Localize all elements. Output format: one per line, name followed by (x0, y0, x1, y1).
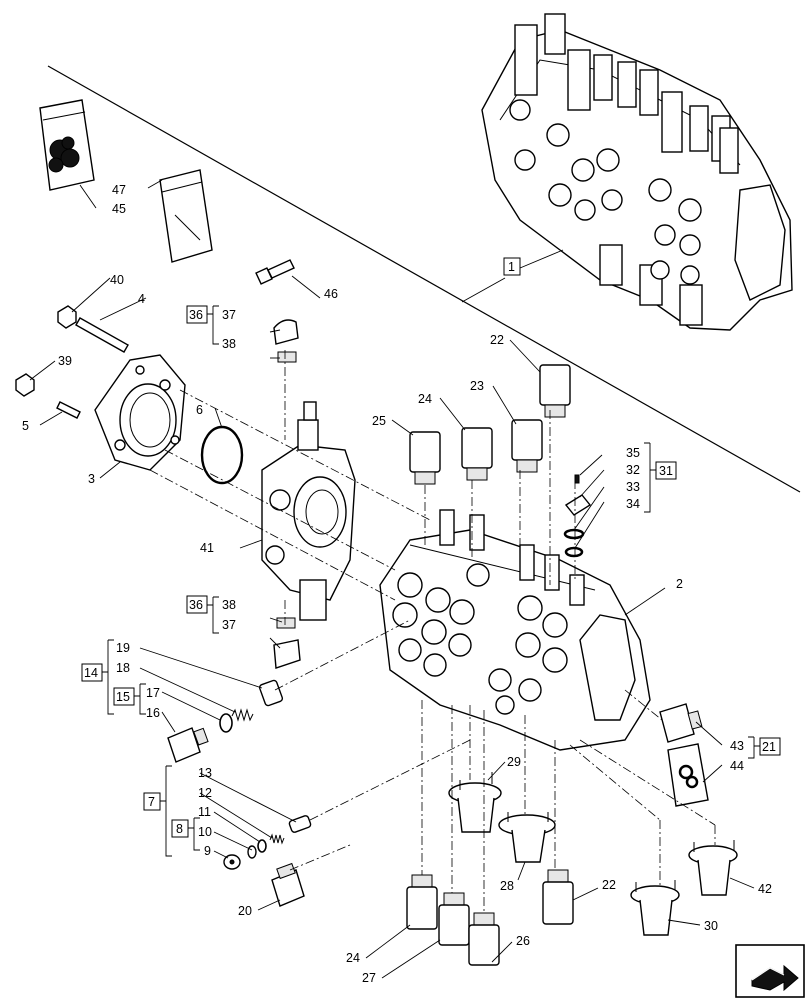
valve-body-2 (379, 509, 651, 751)
label-44: 44 (730, 759, 744, 773)
spring-12 (269, 833, 285, 845)
cartridge-27 (438, 892, 470, 946)
separator-line (47, 65, 801, 493)
label-22-bottom: 22 (602, 878, 616, 892)
label-38-bottom: 38 (222, 598, 236, 612)
label-30: 30 (704, 919, 718, 933)
label-42: 42 (758, 882, 772, 896)
reference-boxes (81, 257, 781, 857)
cap-29 (448, 772, 502, 833)
label-37-bottom: 37 (222, 618, 236, 632)
spring-18 (231, 708, 254, 722)
label-47: 47 (112, 183, 126, 197)
label-9: 9 (204, 844, 211, 858)
poppet-19 (258, 679, 284, 707)
nut-39-stud-5 (15, 373, 81, 419)
plug-20 (271, 862, 305, 907)
label-17: 17 (146, 686, 160, 700)
label-33: 33 (626, 480, 640, 494)
bolt-46 (255, 259, 295, 285)
label-24-bottom: 24 (346, 951, 360, 965)
leader-lines (29, 179, 755, 979)
label-22-top: 22 (490, 333, 504, 347)
o-ring-11 (257, 839, 267, 853)
label-34: 34 (626, 497, 640, 511)
assembly-axes (149, 350, 716, 913)
seal-kit-bag-45 (39, 99, 95, 191)
label-10: 10 (198, 825, 212, 839)
cartridge-26 (468, 912, 500, 966)
label-14: 14 (84, 666, 98, 680)
label-11: 11 (198, 805, 211, 819)
label-20: 20 (238, 904, 252, 918)
label-13: 13 (198, 766, 212, 780)
label-18: 18 (116, 661, 130, 675)
label-45: 45 (112, 202, 126, 216)
label-29: 29 (507, 755, 521, 769)
poppet-13 (288, 815, 312, 833)
plug-43 (659, 703, 703, 743)
relief-valve-24-top (461, 427, 493, 481)
label-36-bottom: 36 (189, 598, 203, 612)
label-3: 3 (88, 472, 95, 486)
label-35: 35 (626, 446, 640, 460)
label-36-top: 36 (189, 308, 203, 322)
relief-valve-25-top (409, 431, 441, 485)
label-43: 43 (730, 739, 744, 753)
label-32: 32 (626, 463, 640, 477)
seal-kit-bag-44 (667, 743, 709, 807)
label-39: 39 (58, 354, 72, 368)
cap-28 (498, 812, 556, 863)
label-24-top: 24 (418, 392, 432, 406)
cap-30 (630, 880, 680, 936)
plug-9 (223, 854, 241, 870)
label-46: 46 (324, 287, 338, 301)
relief-valve-22-top (539, 364, 571, 418)
label-37-top: 37 (222, 308, 236, 322)
label-4: 4 (138, 292, 145, 306)
label-28: 28 (500, 879, 514, 893)
label-8: 8 (176, 822, 183, 836)
label-40: 40 (110, 273, 124, 287)
plug-37-bottom (273, 617, 301, 669)
cartridge-24-bottom (406, 874, 438, 930)
label-31: 31 (659, 464, 673, 478)
label-19: 19 (116, 641, 130, 655)
label-23: 23 (470, 379, 484, 393)
callout-labels: 1 2 3 4 5 6 7 8 9 10 11 12 13 14 15 16 1… (22, 183, 776, 985)
label-15: 15 (116, 690, 130, 704)
label-38-top: 38 (222, 337, 236, 351)
o-ring-17 (219, 713, 233, 733)
label-27: 27 (362, 971, 376, 985)
label-7: 7 (148, 795, 155, 809)
o-ring-6 (200, 425, 244, 485)
inlet-section-41 (261, 401, 356, 621)
label-6: 6 (196, 403, 203, 417)
cap-42 (688, 840, 738, 896)
label-5: 5 (22, 419, 29, 433)
label-21: 21 (762, 740, 776, 754)
nut-40-stud-4 (57, 305, 129, 353)
label-25: 25 (372, 414, 386, 428)
label-1: 1 (508, 260, 515, 274)
label-2: 2 (676, 577, 683, 591)
cartridge-22-bottom (542, 869, 574, 925)
label-16: 16 (146, 706, 160, 720)
next-page-arrow-icon[interactable] (735, 944, 805, 998)
valve-assembly-illustration (481, 13, 793, 331)
label-26: 26 (516, 934, 530, 948)
end-cover-3 (94, 354, 186, 471)
label-41: 41 (200, 541, 214, 555)
washer-10 (247, 845, 257, 859)
seal-kit-bag-47 (159, 169, 213, 263)
relief-valve-23-top (511, 419, 543, 473)
plug-16 (167, 727, 209, 763)
plug-37-top (273, 319, 299, 363)
parts-32-35 (563, 474, 592, 558)
label-12: 12 (198, 786, 212, 800)
